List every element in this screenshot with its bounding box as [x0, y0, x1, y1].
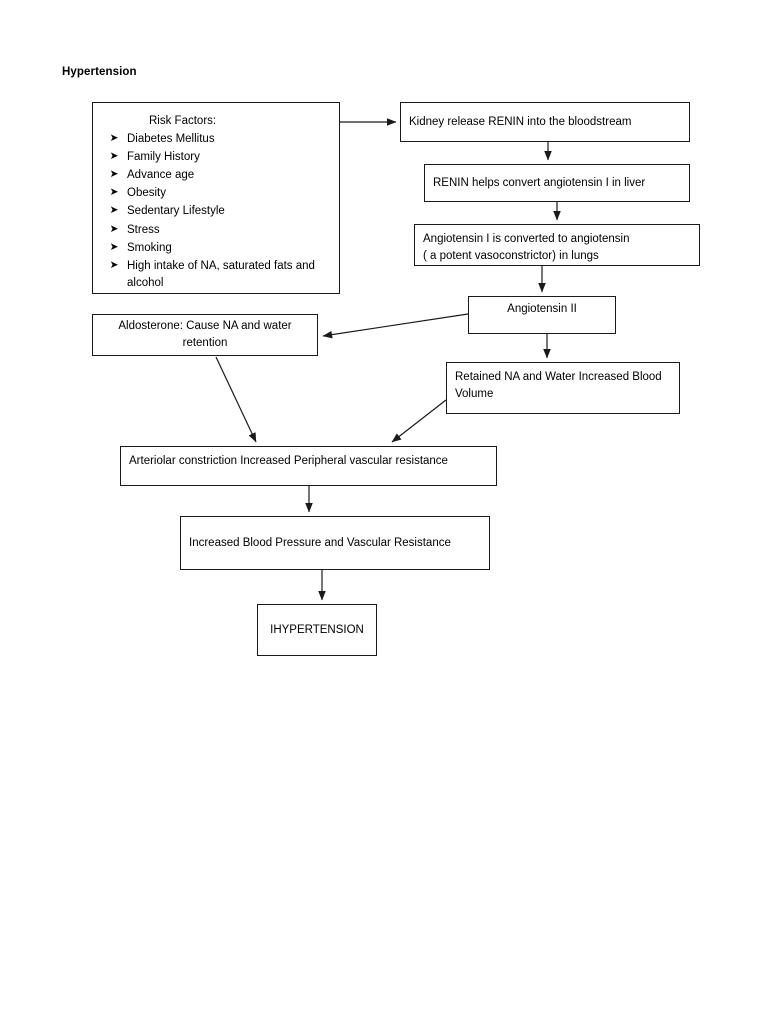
risk-factor-label: Family History [127, 150, 200, 163]
page-title: Hypertension [62, 66, 137, 78]
risk-factor-label: Obesity [127, 187, 166, 200]
risk-factor-label: High intake of NA, saturated fats and al… [127, 259, 315, 289]
node-label: RENIN helps convert angiotensin I in liv… [433, 176, 646, 189]
arrow-bullet-icon: ➤ [109, 149, 119, 162]
risk-factor-label: Smoking [127, 241, 172, 254]
arrow-bullet-icon: ➤ [109, 186, 119, 199]
node-label: IHYPERTENSION [270, 623, 364, 636]
list-item: ➤ Obesity [101, 185, 331, 202]
edge-retained-na-to-arteriolar [391, 399, 447, 443]
arrow-bullet-icon: ➤ [109, 204, 119, 217]
risk-factors-heading: Risk Factors: [149, 115, 217, 127]
arrow-bullet-icon: ➤ [109, 240, 119, 253]
edge-angiotensin-two-to-aldosterone [322, 313, 469, 339]
node-label: Increased Blood Pressure and Vascular Re… [189, 536, 451, 549]
risk-factors-list: ➤ Diabetes Mellitus ➤ Family History ➤ A… [101, 131, 331, 292]
list-item: ➤ Smoking [101, 240, 331, 257]
node-renin-helps-convert: RENIN helps convert angiotensin I in liv… [424, 164, 690, 202]
node-label: Retained NA and Water Increased Blood Vo… [455, 371, 662, 400]
list-item: ➤ High intake of NA, saturated fats and … [101, 258, 331, 291]
risk-factor-label: Sedentary Lifestyle [127, 205, 225, 218]
arrow-bullet-icon: ➤ [109, 258, 119, 271]
node-increased-blood-pressure: Increased Blood Pressure and Vascular Re… [180, 516, 490, 570]
list-item: ➤ Advance age [101, 167, 331, 184]
arrow-bullet-icon: ➤ [109, 222, 119, 235]
edge-aldosterone-to-arteriolar [215, 356, 257, 443]
node-angiotensin-two: Angiotensin II [468, 296, 616, 334]
list-item: ➤ Family History [101, 149, 331, 166]
node-label: Aldosterone: Cause NA and water retentio… [118, 320, 292, 349]
node-label: Angiotensin I is converted to angiotensi… [423, 233, 630, 262]
node-angiotensin-one-converted: Angiotensin I is converted to angiotensi… [414, 224, 700, 266]
node-label: Arteriolar constriction Increased Periph… [129, 455, 448, 467]
node-kidney-release-renin: Kidney release RENIN into the bloodstrea… [400, 102, 690, 142]
node-arteriolar-constriction: Arteriolar constriction Increased Periph… [120, 446, 497, 486]
arrow-bullet-icon: ➤ [109, 131, 119, 144]
node-retained-na-water: Retained NA and Water Increased Blood Vo… [446, 362, 680, 414]
risk-factor-label: Advance age [127, 169, 195, 182]
list-item: ➤ Diabetes Mellitus [101, 131, 331, 148]
risk-factors-box: Risk Factors: ➤ Diabetes Mellitus ➤ Fami… [92, 102, 340, 294]
risk-factor-label: Stress [127, 223, 160, 236]
list-item: ➤ Sedentary Lifestyle [101, 203, 331, 220]
node-label: Angiotensin II [507, 303, 577, 315]
risk-factor-label: Diabetes Mellitus [127, 132, 215, 145]
node-label: Kidney release RENIN into the bloodstrea… [409, 115, 632, 128]
node-hypertension-outcome: IHYPERTENSION [257, 604, 377, 656]
arrow-bullet-icon: ➤ [109, 168, 119, 181]
list-item: ➤ Stress [101, 222, 331, 239]
node-aldosterone: Aldosterone: Cause NA and water retentio… [92, 314, 318, 356]
